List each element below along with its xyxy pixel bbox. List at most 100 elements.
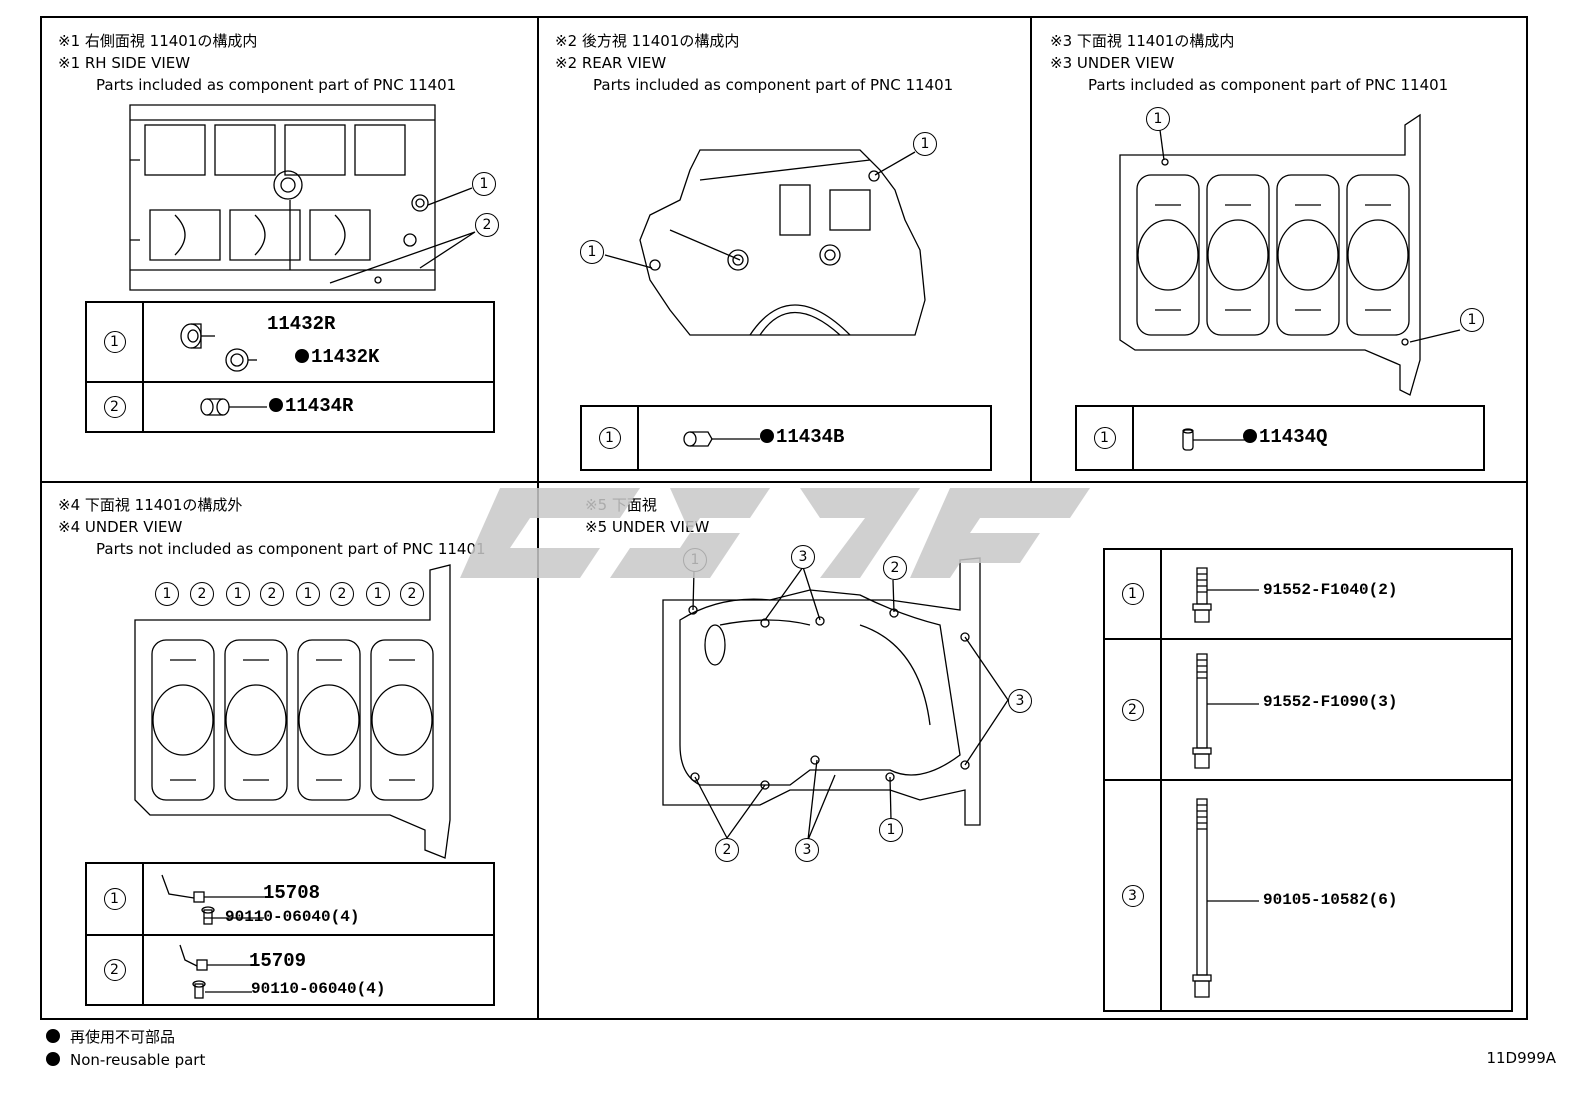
bolt-part-number-91552-F1040: 91552-F1040(2): [1263, 581, 1398, 599]
panel-3-parts-table: 1 11434Q: [1075, 405, 1485, 471]
panel-4-callout-2d: 2: [400, 582, 424, 606]
part-number-11432K-text: 11432K: [311, 346, 380, 368]
bolt-part-number-90105-10582: 90105-10582(6): [1263, 891, 1398, 909]
diagram-frame: [40, 16, 1528, 1020]
legend-text-en: Non-reusable part: [70, 1051, 206, 1069]
panel-1-title-en: ※1 RH SIDE VIEW: [58, 54, 191, 72]
panel-4-callout-2a: 2: [190, 582, 214, 606]
panel-4-title-en: ※4 UNDER VIEW: [58, 518, 183, 536]
row-number: 3: [1121, 884, 1144, 907]
panel-2-parts-table: 1 11434B: [580, 405, 992, 471]
legend: 再使用不可部品 Non-reusable part: [46, 1026, 205, 1072]
panel-2-header: ※2 後方視 11401の構成内 ※2 REAR VIEW Parts incl…: [555, 30, 953, 96]
part-number-11434R-text: 11434R: [285, 395, 354, 417]
dowel-pin-icon: [200, 398, 267, 416]
panel-3-engine-block-drawing: [1119, 113, 1421, 396]
oil-jet-icon: [179, 944, 252, 999]
panel-2-note: Parts included as component part of PNC …: [593, 76, 954, 94]
panel-5-row-1-num-cell: 1: [1105, 550, 1162, 638]
panel-4-header: ※4 下面視 11401の構成外 ※4 UNDER VIEW Parts not…: [58, 494, 486, 560]
panel-3-note: Parts included as component part of PNC …: [1088, 76, 1449, 94]
panel-5-callout-3c: 3: [795, 838, 819, 862]
panel-4-row-2-num-cell: 2: [87, 936, 144, 1004]
part-number-15708: 15708: [263, 882, 321, 904]
bolt-icon: [1192, 798, 1259, 998]
part-number-11434Q: 11434Q: [1243, 426, 1327, 448]
legend-line-jp: 再使用不可部品: [46, 1026, 205, 1049]
panel-5-callout-2a: 2: [883, 556, 907, 580]
panel-3-callout-1: 1: [1146, 107, 1170, 131]
non-reusable-dot-icon: [46, 1029, 60, 1043]
panel-4-callout-1c: 1: [296, 582, 320, 606]
row-number: 1: [1093, 427, 1116, 449]
panel-2-title-jp: ※2 後方視 11401の構成内: [555, 32, 740, 50]
panel-5-row-2-num-cell: 2: [1105, 640, 1162, 779]
panel-4-callout-1a: 1: [155, 582, 179, 606]
row-number: 1: [1121, 583, 1144, 605]
panel-5-row-3: 3 90105-10582(6): [1105, 781, 1511, 1010]
panel-2-row-1-num-cell: 1: [582, 407, 639, 469]
panel-5-callout-3b: 3: [1008, 689, 1032, 713]
part-number-11434B: 11434B: [760, 426, 844, 448]
panel-5-callout-1b: 1: [879, 818, 903, 842]
row-number: 1: [103, 331, 126, 353]
bolt-part-number-row-2: 90110-06040(4): [251, 980, 386, 998]
panel-4-parts-table: 1 15708 90110-06040(4) 2 15709 90110-060…: [85, 862, 495, 1006]
panel-4-callout-1d: 1: [366, 582, 390, 606]
dowel-pin-icon: [1182, 428, 1248, 451]
part-number-11434R: 11434R: [269, 395, 353, 417]
drawing-code: 11D999A: [1486, 1049, 1556, 1067]
row-number: 1: [103, 888, 126, 910]
panel-1-callout-1: 1: [472, 172, 496, 196]
divider-h: [40, 481, 1528, 483]
panel-4-note: Parts not included as component part of …: [96, 540, 486, 558]
dowel-pin-icon: [683, 431, 760, 447]
panel-5-row-3-num-cell: 3: [1105, 781, 1162, 1010]
legend-line-en: Non-reusable part: [46, 1049, 205, 1072]
non-reusable-dot-icon: [760, 429, 774, 443]
non-reusable-dot-icon: [295, 349, 309, 363]
panel-1-parts-table: 1 11432R 11432K 2 11434R: [85, 301, 495, 433]
panel-4-engine-block-drawing: [134, 564, 451, 859]
panel-3-title-jp: ※3 下面視 11401の構成内: [1050, 32, 1235, 50]
non-reusable-dot-icon: [269, 398, 283, 412]
panel-5-callout-2b: 2: [715, 838, 739, 862]
panel-1-engine-block-drawing: [129, 104, 436, 291]
plug-icon: [180, 323, 257, 372]
panel-3-row-1: 1 11434Q: [1077, 407, 1483, 469]
panel-4-callout-1b: 1: [226, 582, 250, 606]
panel-2-title-en: ※2 REAR VIEW: [555, 54, 667, 72]
panel-1-header: ※1 右側面視 11401の構成内 ※1 RH SIDE VIEW Parts …: [58, 30, 456, 96]
panel-5-row-1: 1 91552-F1040(2): [1105, 550, 1511, 640]
panel-4-callout-2c: 2: [330, 582, 354, 606]
non-reusable-dot-icon: [46, 1052, 60, 1066]
panel-1-row-1: 1 11432R 11432K: [87, 303, 493, 383]
panel-5-row-2: 2 91552-F1090(3): [1105, 640, 1511, 781]
panel-3-row-1-num-cell: 1: [1077, 407, 1134, 469]
row-number: 2: [103, 959, 126, 981]
part-number-11434Q-text: 11434Q: [1259, 426, 1328, 448]
bolt-part-number-91552-F1090: 91552-F1090(3): [1263, 693, 1398, 711]
panel-2-row-1: 1 11434B: [582, 407, 990, 469]
panel-3-callout-1b: 1: [1460, 308, 1484, 332]
panel-1-row-2-num-cell: 2: [87, 383, 144, 431]
row-number: 1: [598, 427, 621, 449]
panel-4-title-jp: ※4 下面視 11401の構成外: [58, 496, 243, 514]
panel-5-callout-3a: 3: [791, 545, 815, 569]
panel-2-engine-block-drawing: [639, 149, 926, 336]
panel-1-title-jp: ※1 右側面視 11401の構成内: [58, 32, 258, 50]
part-number-11434B-text: 11434B: [776, 426, 845, 448]
non-reusable-dot-icon: [1243, 429, 1257, 443]
panel-4-callout-2b: 2: [260, 582, 284, 606]
panel-4-row-1-num-cell: 1: [87, 864, 144, 934]
panel-1-note: Parts included as component part of PNC …: [96, 76, 457, 94]
panel-5-oil-pan-outline-drawing: [662, 557, 981, 826]
panel-5-bolt-table: 1 91552-F1040(2) 2 91552-F1090(3) 3 9010…: [1103, 548, 1513, 1012]
part-number-11432R: 11432R: [267, 313, 336, 335]
panel-2-callout-1: 1: [913, 132, 937, 156]
row-number: 2: [1121, 698, 1144, 721]
panel-3-title-en: ※3 UNDER VIEW: [1050, 54, 1175, 72]
